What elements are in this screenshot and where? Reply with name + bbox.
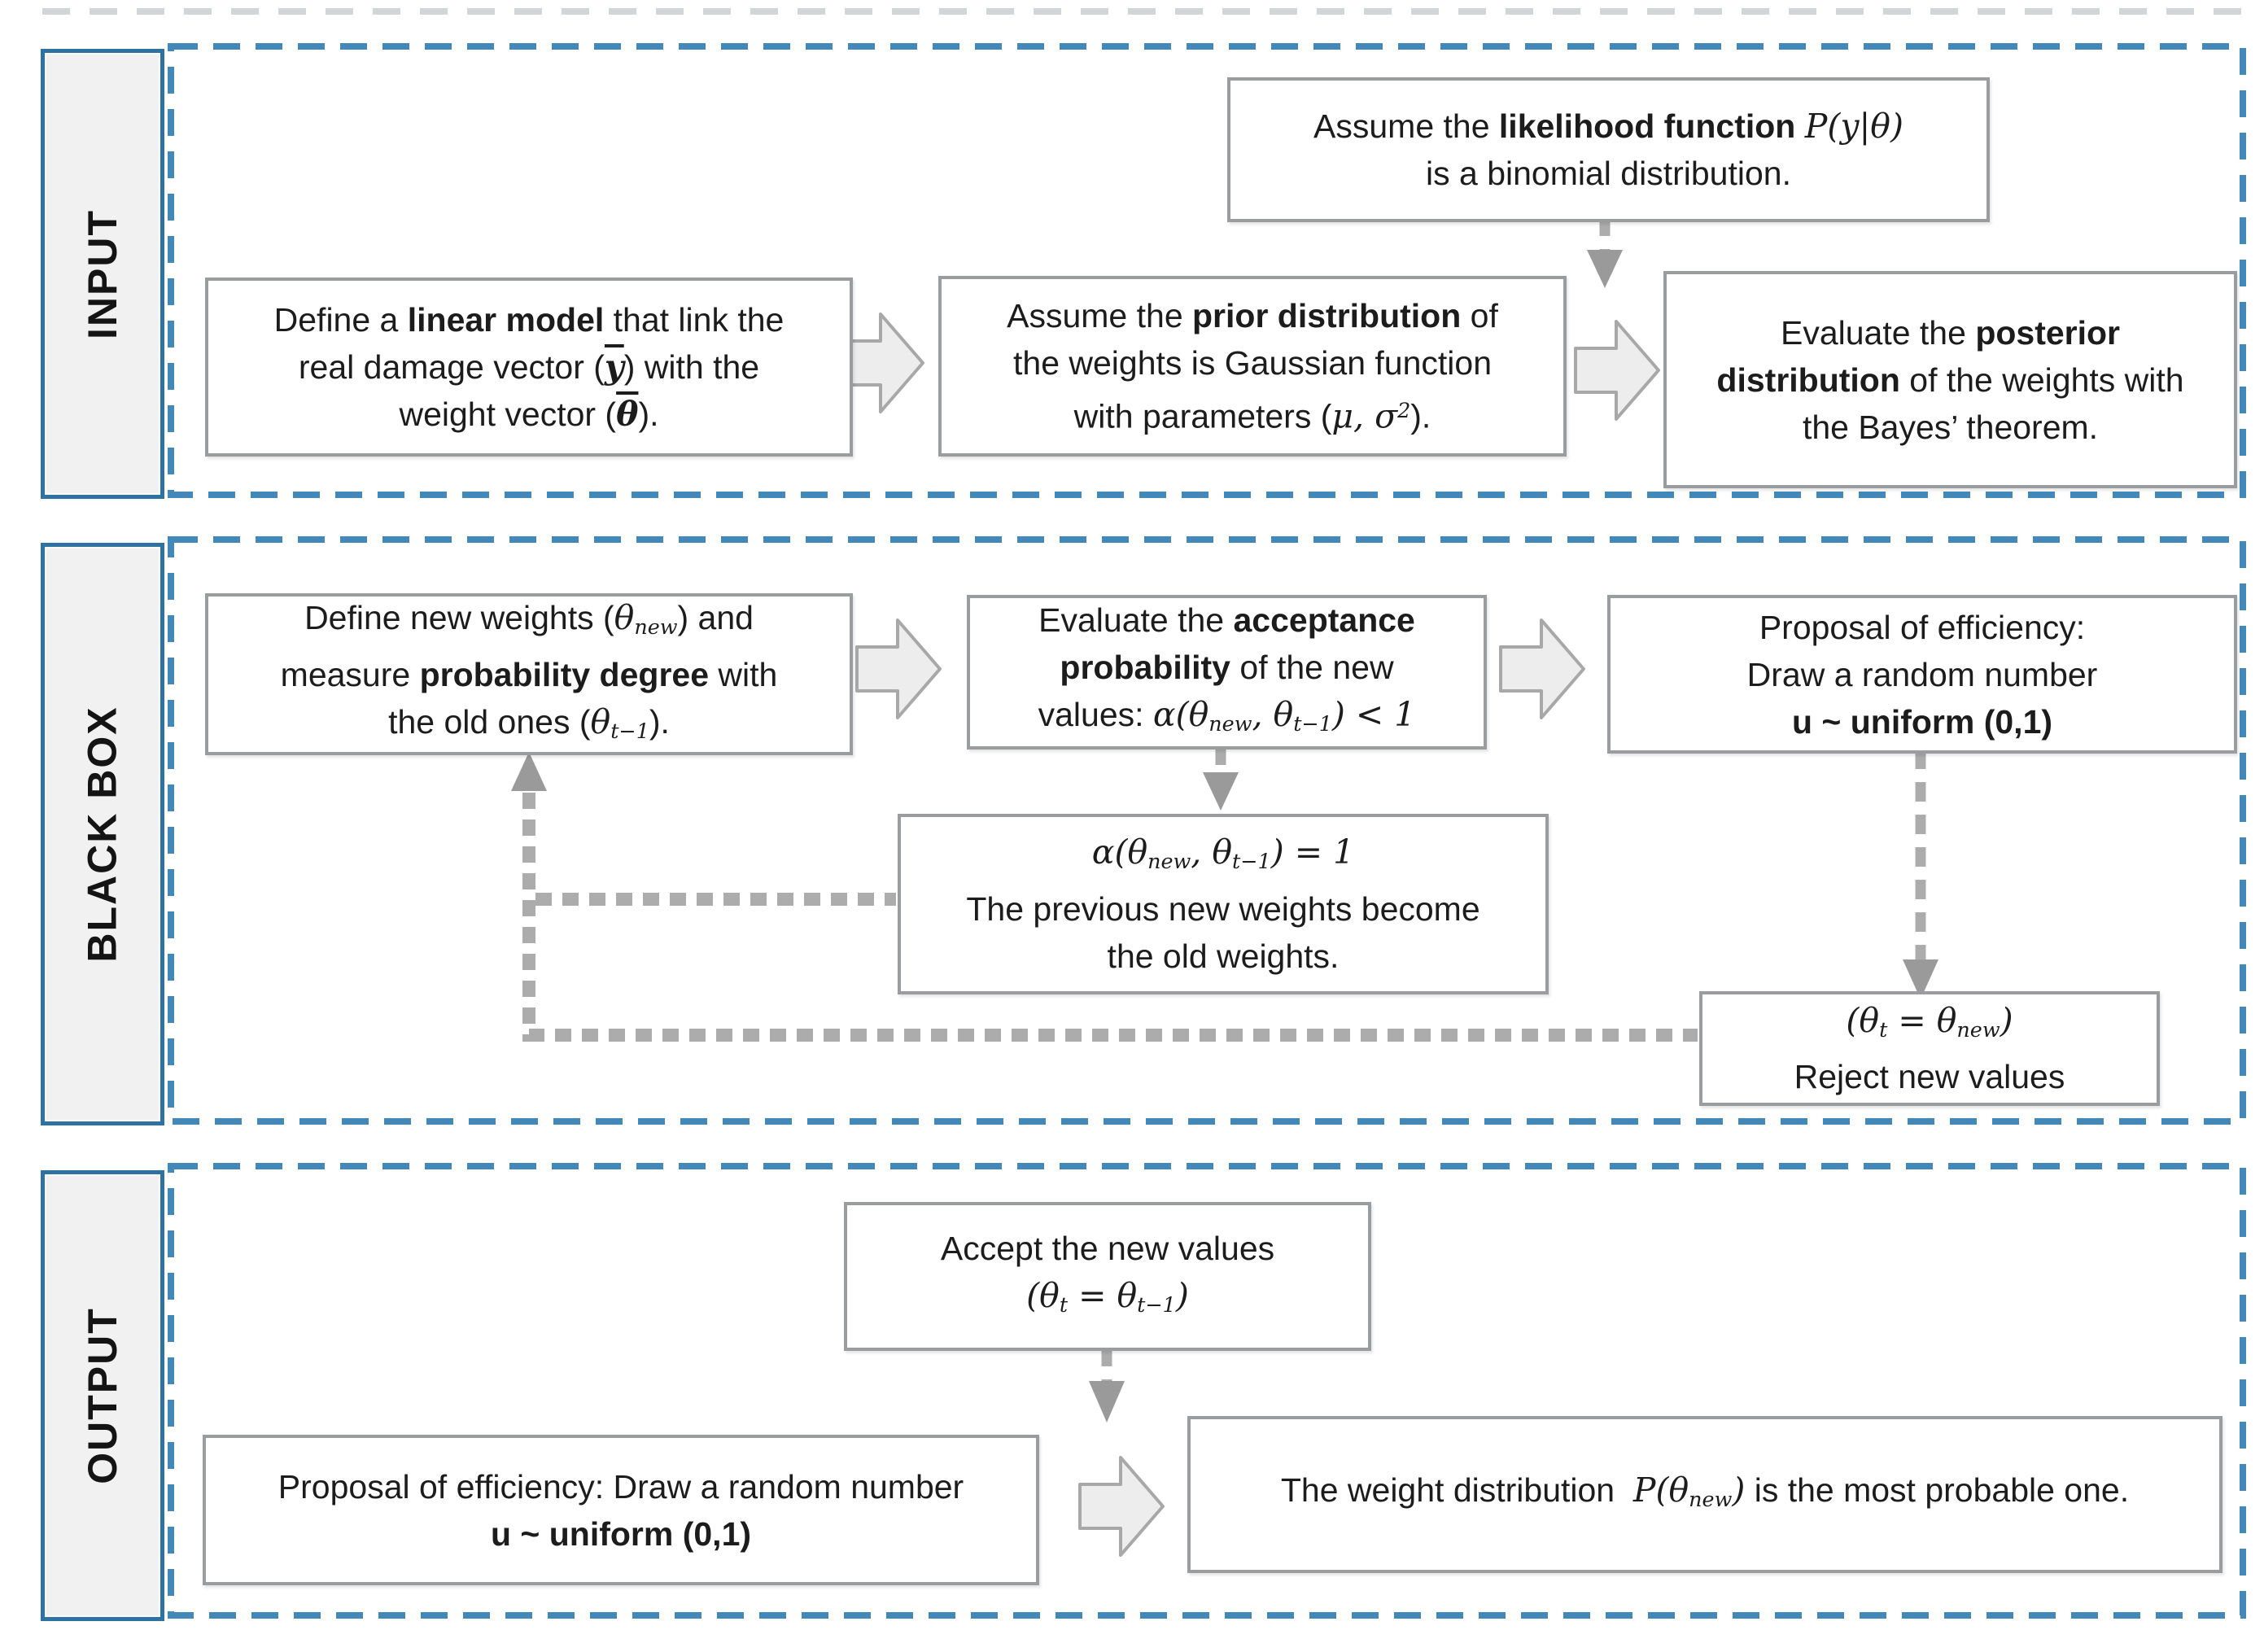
box-reject-new-values-text: (θt = θnew)Reject new values <box>1794 1000 2065 1096</box>
box-reject-new-values: (θt = θnew)Reject new values <box>1699 991 2160 1106</box>
section-label-blackbox: BLACK BOX <box>41 543 164 1125</box>
input-container-border <box>168 43 2246 498</box>
feedback-up-arrow-icon <box>511 752 547 791</box>
top-dashed-remnant <box>42 8 2253 15</box>
box-proposal-efficiency-blackbox: Proposal of efficiency:Draw a random num… <box>1607 595 2237 754</box>
output-container-border <box>168 1163 2246 1619</box>
likelihood-down-arrow <box>1587 216 1623 288</box>
section-label-output: OUTPUT <box>41 1170 164 1621</box>
box-accept-new-values-text: Accept the new values(θt = θt−1) <box>940 1229 1275 1318</box>
box-weight-distribution: The weight distribution P(θnew) is the m… <box>1187 1416 2222 1573</box>
uniform-draw-down-arrow <box>1903 750 1938 999</box>
flow-arrow-right-icon-blackbox-1 <box>855 618 942 719</box>
section-label-output-text: OUTPUT <box>80 1307 126 1484</box>
feedback-loop-connector <box>511 752 1698 1042</box>
box-proposal-efficiency-output: Proposal of efficiency: Draw a random nu… <box>203 1435 1039 1585</box>
flow-arrow-right-icon-blackbox-2 <box>1499 618 1585 719</box>
box-likelihood: Assume the likelihood function P(y|θ)is … <box>1227 77 1990 222</box>
box-proposal-efficiency-output-text: Proposal of efficiency: Draw a random nu… <box>278 1467 964 1553</box>
box-likelihood-text: Assume the likelihood function P(y|θ)is … <box>1313 107 1903 192</box>
flow-arrow-right-icon-input-2 <box>1574 320 1660 421</box>
section-label-input: INPUT <box>41 49 164 499</box>
box-proposal-efficiency-blackbox-text: Proposal of efficiency:Draw a random num… <box>1746 608 2098 741</box>
flow-arrow-right-icon-output <box>1078 1456 1165 1557</box>
box-weight-distribution-text: The weight distribution P(θnew) is the m… <box>1280 1470 2130 1512</box>
box-accept-new-values: Accept the new values(θt = θt−1) <box>844 1202 1371 1351</box>
section-label-blackbox-text: BLACK BOX <box>80 706 125 963</box>
section-label-input-text: INPUT <box>80 208 125 339</box>
acceptance-down-arrow <box>1203 745 1239 811</box>
blackbox-container-border <box>168 536 2246 1125</box>
accept-down-arrow <box>1089 1347 1125 1423</box>
